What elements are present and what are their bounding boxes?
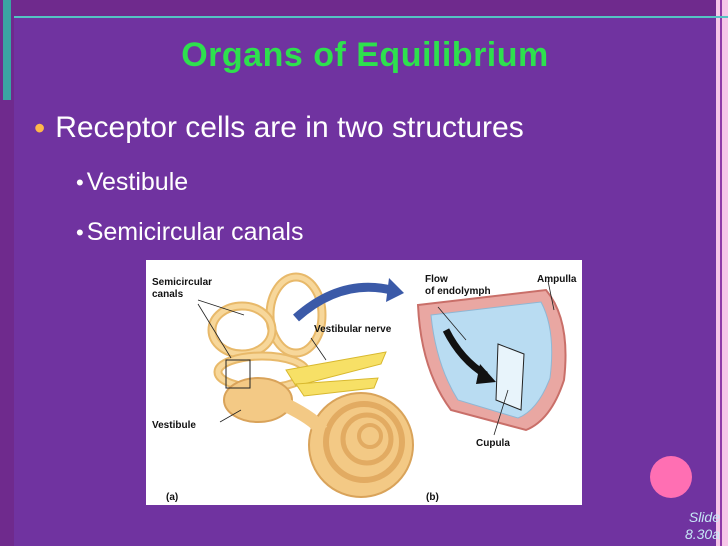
sub-bullet-semicircular-canals: • Semicircular canals xyxy=(76,218,303,247)
label-vestibular-nerve: Vestibular nerve xyxy=(314,324,392,335)
label-semicircular-canals-2: canals xyxy=(152,289,184,300)
inner-ear-illustration: Semicircular canals Vestibular nerve Ves… xyxy=(152,272,577,503)
inner-ear-figure: Semicircular canals Vestibular nerve Ves… xyxy=(146,260,582,505)
top-border-line xyxy=(14,16,728,18)
label-vestibule: Vestibule xyxy=(152,420,196,431)
label-flow-1: Flow xyxy=(425,274,448,285)
slide-number-line1: Slide xyxy=(688,509,720,525)
bullet-dot-icon: • xyxy=(34,110,46,146)
slide-number-line2: 8.30a xyxy=(684,526,720,542)
leader-lines xyxy=(197,280,555,436)
sub-bullet-vestibule: • Vestibule xyxy=(76,168,188,197)
label-flow-2: of endolymph xyxy=(425,286,491,297)
label-cupula: Cupula xyxy=(476,438,510,449)
slide-number: Slide 8.30a xyxy=(685,509,720,543)
label-semicircular-canals-1: Semicircular xyxy=(152,277,212,288)
left-border xyxy=(0,0,14,546)
blue-arrow xyxy=(293,282,393,322)
top-border xyxy=(0,0,728,18)
inner-ear-drawing xyxy=(207,272,414,498)
blue-arrow-head xyxy=(386,278,404,302)
slide-content: Organs of Equilibrium • Receptor cells a… xyxy=(14,18,716,546)
slide-title: Organs of Equilibrium xyxy=(181,36,549,74)
left-border-accent xyxy=(3,0,11,100)
sub-bullet-text: Semicircular canals xyxy=(86,218,304,246)
label-panel-a: (a) xyxy=(166,492,178,503)
label-panel-b: (b) xyxy=(426,492,439,503)
main-bullet: • Receptor cells are in two structures xyxy=(34,111,524,145)
bullet-dot-icon: • xyxy=(76,169,84,195)
bullet-dot-icon: • xyxy=(76,219,84,245)
right-border xyxy=(716,0,728,546)
decorative-circle xyxy=(650,456,692,498)
sub-bullet-text: Vestibule xyxy=(86,168,189,196)
ampulla-drawing xyxy=(416,288,567,432)
right-border-line xyxy=(720,0,722,546)
main-bullet-text: Receptor cells are in two structures xyxy=(55,111,524,144)
label-ampulla: Ampulla xyxy=(537,274,577,285)
